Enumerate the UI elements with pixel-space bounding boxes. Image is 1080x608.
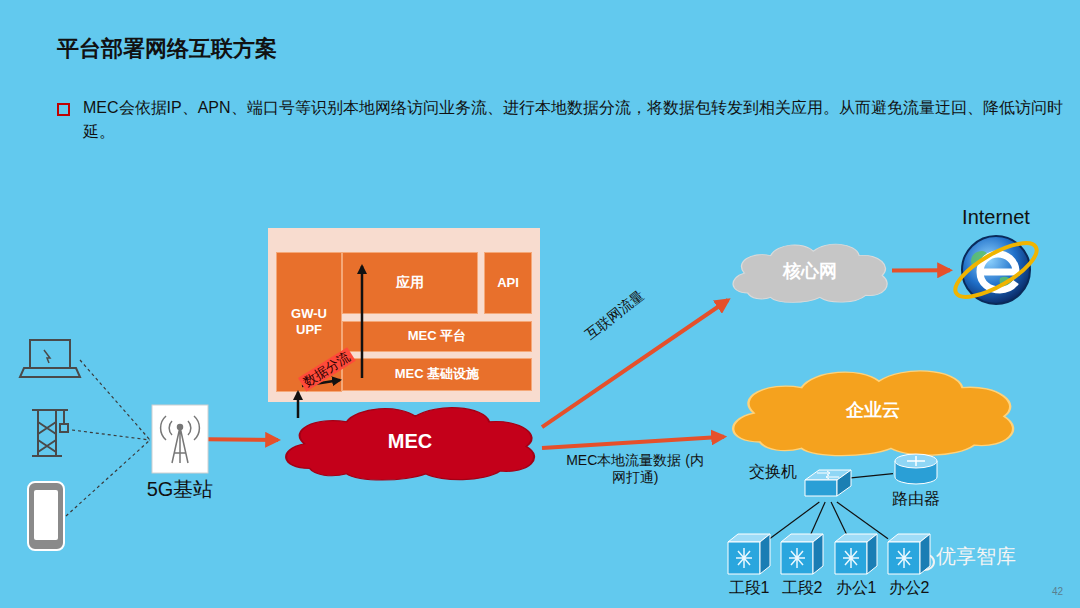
wireless-link [72,430,150,440]
phone-icon [28,482,64,550]
node-shape [152,405,208,473]
cube-side [920,534,930,574]
crane-icon [32,410,68,456]
mec-platform-panel [268,228,540,402]
station-icon: 5G基站 [152,405,208,473]
cube-front [835,542,867,574]
phone-screen [34,490,58,540]
cloud-outline [733,371,1013,456]
edge-label: MEC本地流量数据 (内网打通) [560,452,710,486]
node-label: MEC 基础设施 [395,366,480,382]
phone-body [28,482,64,550]
switch-icon: 交换机 [805,470,851,502]
cube-side [760,534,770,574]
bullet-square [58,104,69,115]
server-icon: 办公1 [835,534,877,574]
node-label: 企业云 [846,399,900,422]
cube-front [781,542,813,574]
network-link [837,502,888,539]
server-icon: 工段2 [781,534,823,574]
traffic-arrow [892,268,950,272]
node-caption: Internet [962,205,1030,230]
dataflow-arrow [297,392,300,418]
node-caption: 5G基站 [147,477,214,502]
cube-emblem [843,548,859,568]
node-label: API [497,275,519,291]
switch-arrows [817,471,839,479]
node-caption: 工段1 [729,578,770,598]
crane-structure [32,410,68,456]
bullet-note: MEC会依据IP、APN、端口号等识别本地网络访问业务流、进行本地数据分流，将数… [83,96,1068,144]
globe [962,236,1030,304]
laptop-cursor [44,350,50,363]
node-shape [835,534,877,574]
cloud-outline [733,244,887,302]
router-icon: 路由器 [893,451,939,485]
station-frame [152,405,208,473]
node-caption: 办公1 [836,578,877,598]
network-link [851,474,893,478]
node-label: 应用 [396,274,424,292]
network-cloud: MEC [278,400,542,482]
platform-block: MEC 基础设施 [342,358,532,391]
node-shape [893,451,939,485]
cube-front [728,542,760,574]
cube-side [867,534,877,574]
node-caption: 工段2 [782,578,823,598]
traffic-arrow [208,437,278,442]
router-arrows [907,456,925,466]
node-caption: 交换机 [749,462,797,482]
platform-block: 应用 [342,252,478,314]
server-icon: 工段1 [728,534,770,574]
network-cloud: 企业云 [724,362,1022,458]
globe-icon: Internet [950,234,1042,306]
cube-emblem [896,548,912,568]
platform-block: MEC 平台 [342,321,532,352]
dataflow-arrow [361,266,364,378]
switch-front [805,480,837,496]
laptop-screen [30,340,70,368]
page-number: 42 [1052,586,1063,598]
traffic-arrow [542,300,728,427]
logo-ring [948,233,1044,307]
cube-emblem [789,548,805,568]
node-label: GW-U UPF [277,306,341,339]
node-label: MEC [388,429,432,454]
node-shape [781,534,823,574]
node-caption: 路由器 [892,489,940,509]
network-cloud: 核心网 [728,238,892,304]
network-link [811,502,825,534]
switch-side [837,470,851,496]
node-shape [950,234,1042,306]
node-shape [888,534,930,574]
laptop-base [20,368,80,377]
slide-title: 平台部署网络互联方案 [57,34,277,64]
node-caption: 办公2 [889,578,930,598]
platform-block: API [484,252,532,314]
edge-label: 互联网流量 [582,287,648,343]
router-top [895,454,937,468]
cube-emblem [736,548,752,568]
watermark: 优享智库 [936,544,1016,568]
traffic-arrow [542,437,724,448]
wireless-link [66,440,150,516]
laptop-icon [20,340,80,377]
node-label: MEC 平台 [408,328,467,344]
node-shape [728,534,770,574]
wireless-link [80,360,150,440]
server-icon: 办公2 [888,534,930,574]
node-label: 核心网 [783,260,837,283]
antenna [161,416,200,463]
cloud-outline [286,408,534,480]
cube-front [888,542,920,574]
node-shape [805,470,851,502]
cube-side [813,534,823,574]
